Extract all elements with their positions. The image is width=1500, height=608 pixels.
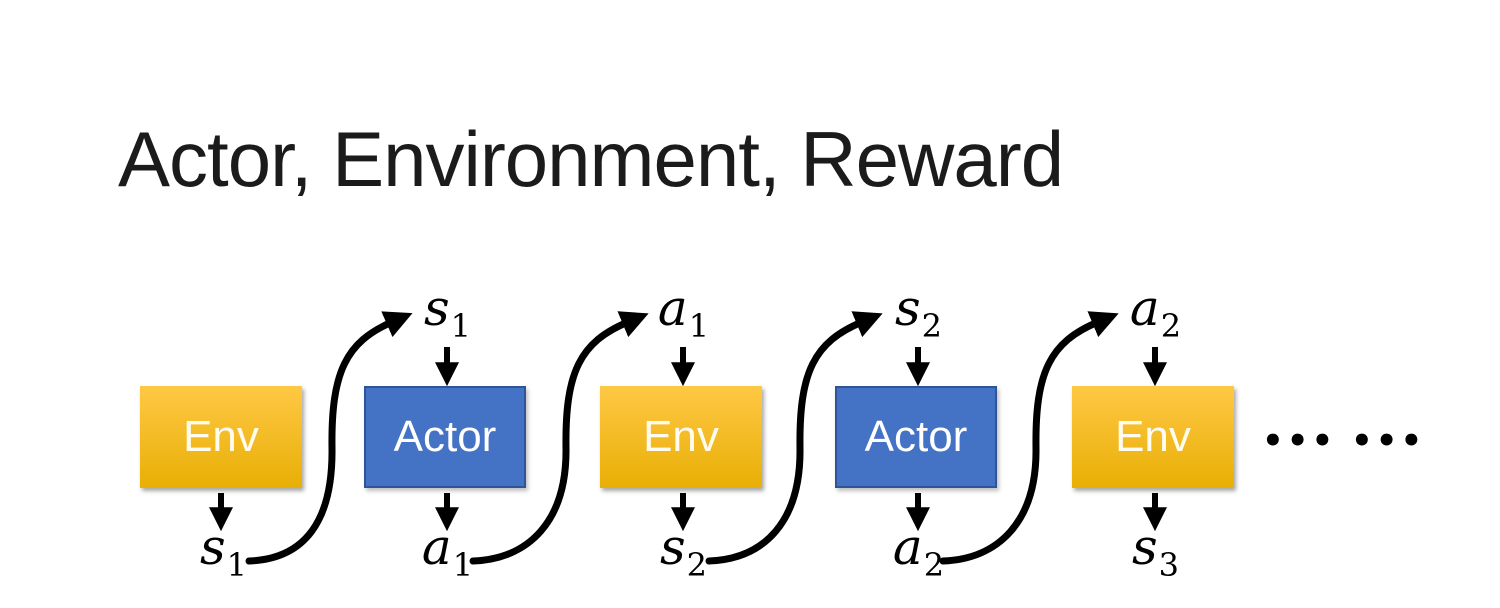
page-title: Actor, Environment, Reward bbox=[118, 115, 1064, 203]
bottom-label-s1: s1 bbox=[199, 518, 248, 584]
bottom-label-s2: s2 bbox=[659, 518, 708, 584]
top-label-s1: s1 bbox=[423, 279, 472, 345]
env-box-3-label: Env bbox=[1115, 412, 1191, 461]
actor-box-1: Actor bbox=[364, 386, 526, 488]
bottom-label-s3: s3 bbox=[1131, 518, 1180, 584]
env-box-3: Env bbox=[1072, 386, 1234, 488]
top-label-a2: a2 bbox=[1129, 279, 1182, 345]
env-box-2-label: Env bbox=[643, 412, 719, 461]
env-box-2: Env bbox=[600, 386, 762, 488]
actor-box-1-label: Actor bbox=[393, 412, 497, 461]
env-box-1-label: Env bbox=[183, 412, 259, 461]
top-label-a1: a1 bbox=[657, 279, 710, 345]
bottom-label-a1: a1 bbox=[421, 518, 474, 584]
continuation-ellipsis: ••• ••• bbox=[1262, 421, 1426, 461]
bottom-label-a2: a2 bbox=[892, 518, 945, 584]
env-box-1: Env bbox=[140, 386, 302, 488]
actor-box-2-label: Actor bbox=[864, 412, 968, 461]
actor-box-2: Actor bbox=[835, 386, 997, 488]
top-label-s2: s2 bbox=[894, 279, 943, 345]
